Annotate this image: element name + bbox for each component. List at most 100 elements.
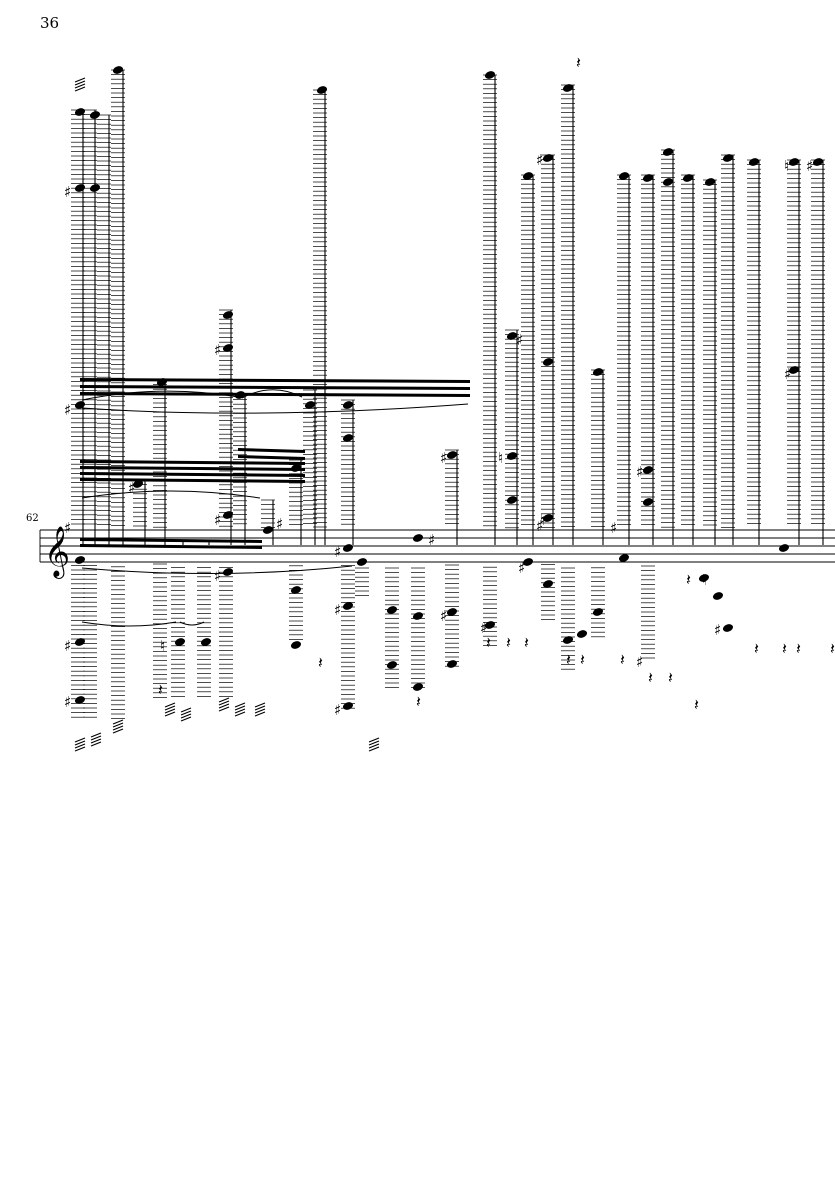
- natural-icon: ♮: [160, 637, 165, 655]
- tremolo-stroke: [180, 716, 192, 722]
- beam: [80, 378, 470, 383]
- sharp-icon: ♯: [64, 401, 71, 419]
- beam: [80, 478, 305, 483]
- note-head: [74, 556, 86, 564]
- note-head: [748, 158, 760, 166]
- tie: [81, 490, 261, 499]
- note-head: [642, 466, 654, 474]
- note-head: [788, 366, 800, 374]
- rest-icon: 𝄽: [506, 633, 511, 652]
- rest-icon: 𝄽: [648, 668, 653, 687]
- note-head: [386, 661, 398, 669]
- note-head: [642, 498, 654, 506]
- beam: [80, 538, 262, 543]
- rest-icon: 𝄽: [754, 639, 759, 658]
- rest-icon: 𝄽: [782, 639, 787, 658]
- tremolo-stroke: [368, 737, 380, 743]
- note-head: [446, 660, 458, 668]
- tremolo-stroke: [74, 740, 86, 746]
- note-head: [304, 401, 316, 409]
- note-head: [262, 526, 274, 534]
- note-head: [662, 178, 674, 186]
- rest-icon: 𝄽: [158, 680, 163, 699]
- tremolo-stroke: [368, 740, 380, 746]
- sharp-icon: ♯: [806, 157, 813, 175]
- tremolo-stroke: [74, 77, 86, 83]
- note-head: [290, 641, 302, 649]
- tremolo-stroke: [74, 743, 86, 749]
- sharp-icon: ♯: [428, 531, 435, 549]
- note-head: [542, 514, 554, 522]
- natural-icon: ♮: [784, 157, 789, 175]
- tremolo-stroke: [90, 735, 102, 741]
- accidentals: ♯♯♯♯♯♯♯♯♯♯♯♯♯♯♯♯♯♯♯♯♯♯♯♯♯♯♯♮♮♮♮♮: [64, 151, 813, 719]
- ties: [81, 389, 469, 627]
- note-head: [484, 71, 496, 79]
- note-head: [484, 621, 496, 629]
- note-head: [592, 608, 604, 616]
- tremolo-stroke: [112, 722, 124, 728]
- note-head: [562, 636, 574, 644]
- tie: [81, 621, 177, 627]
- sharp-icon: ♯: [480, 619, 487, 637]
- note-head: [682, 174, 694, 182]
- beam: [80, 460, 305, 465]
- sharp-icon: ♯: [440, 607, 447, 625]
- tremolo-stroke: [180, 707, 192, 713]
- tremolo-stroke: [112, 728, 124, 734]
- note-head: [446, 451, 458, 459]
- tremolo-stroke: [112, 725, 124, 731]
- note-head: [522, 172, 534, 180]
- beam: [80, 466, 305, 471]
- tremolo-stroke: [254, 705, 266, 711]
- note-head: [522, 558, 534, 566]
- tremolo-stroke: [90, 732, 102, 738]
- sharp-icon: ♯: [64, 519, 71, 537]
- tremolo-stroke: [234, 711, 246, 717]
- rest-icon: 𝄽: [830, 639, 835, 658]
- note-stems: [74, 70, 824, 752]
- tremolo-stroke: [90, 738, 102, 744]
- note-head: [712, 592, 724, 600]
- note-head: [642, 174, 654, 182]
- beam: [80, 472, 305, 477]
- tie: [81, 565, 353, 575]
- sharp-icon: ♯: [334, 543, 341, 561]
- sharp-icon: ♯: [636, 653, 643, 671]
- beams: [80, 378, 470, 549]
- note-head: [222, 344, 234, 352]
- note-head: [592, 368, 604, 376]
- rest-icon: 𝄽: [524, 633, 529, 652]
- note-head: [222, 568, 234, 576]
- note-head: [704, 178, 716, 186]
- measure-number: 62: [26, 513, 39, 524]
- natural-icon: ♮: [540, 511, 545, 529]
- note-head: [662, 148, 674, 156]
- note-head: [74, 184, 86, 192]
- natural-icon: ♮: [498, 449, 503, 467]
- tremolo-stroke: [74, 86, 86, 92]
- note-head: [576, 630, 588, 638]
- note-head: [386, 606, 398, 614]
- tremolo-stroke: [164, 702, 176, 708]
- beam: [80, 392, 470, 397]
- tremolo-stroke: [74, 737, 86, 743]
- natural-icon: ♮: [702, 571, 707, 589]
- tremolo-stroke: [234, 705, 246, 711]
- note-head: [356, 558, 368, 566]
- beam: [80, 385, 470, 390]
- note-head: [222, 511, 234, 519]
- note-head: [722, 154, 734, 162]
- note-head: [562, 84, 574, 92]
- beam: [238, 448, 305, 453]
- rest-icon: 𝄽: [566, 650, 571, 669]
- tremolo-stroke: [90, 741, 102, 747]
- rest-icon: 𝄽: [486, 633, 491, 652]
- note-head: [542, 154, 554, 162]
- note-head: [74, 696, 86, 704]
- sharp-icon: ♯: [636, 463, 643, 481]
- tremolo-stroke: [218, 700, 230, 706]
- note-head: [342, 602, 354, 610]
- note-head: [506, 452, 518, 460]
